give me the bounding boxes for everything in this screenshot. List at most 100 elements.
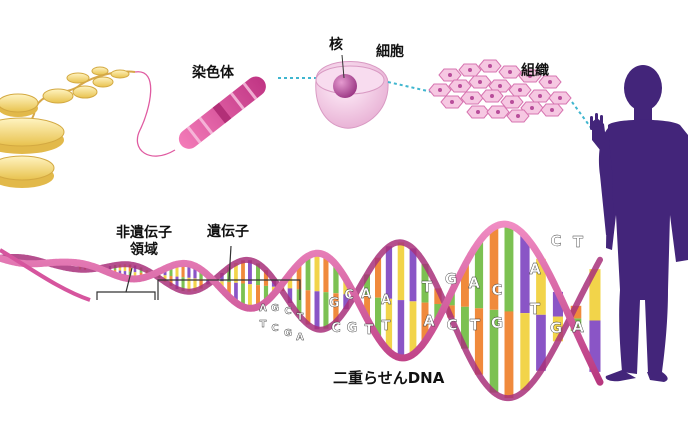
base-letter: G bbox=[491, 314, 503, 332]
base-pair-lower bbox=[397, 300, 405, 358]
base-letter: C bbox=[446, 316, 457, 334]
base-pair-lower bbox=[474, 308, 484, 375]
tissue-cell-nucleus bbox=[510, 100, 514, 104]
base-pair-upper bbox=[169, 266, 173, 276]
base-pair-upper bbox=[220, 273, 224, 282]
human-silhouette-icon bbox=[590, 65, 688, 382]
base-letter: A bbox=[423, 312, 435, 330]
base-letter: A bbox=[572, 318, 584, 336]
tissue-cell-nucleus bbox=[558, 96, 562, 100]
base-pair-upper bbox=[333, 264, 339, 294]
base-pair-lower bbox=[520, 313, 530, 391]
base-letter: C bbox=[491, 281, 502, 299]
chromosome-illustration bbox=[178, 76, 266, 149]
base-letter: C bbox=[550, 232, 561, 250]
connector-tissue-human bbox=[571, 101, 601, 141]
tissue-cell-nucleus bbox=[476, 110, 480, 114]
base-letter: A bbox=[381, 293, 391, 308]
cell-illustration bbox=[315, 54, 389, 129]
base-letter: G bbox=[271, 303, 279, 314]
base-pair-upper bbox=[536, 258, 546, 315]
base-pair-upper bbox=[234, 262, 238, 283]
tissue-cell-nucleus bbox=[448, 73, 452, 77]
base-pair-upper bbox=[364, 274, 370, 297]
chromatin-illustration bbox=[0, 66, 136, 188]
base-letter: C bbox=[271, 323, 278, 334]
base-pair-lower bbox=[323, 292, 329, 329]
tissue-cell-nucleus bbox=[458, 84, 462, 88]
base-pair-upper bbox=[118, 264, 122, 271]
base-letter: A bbox=[296, 332, 304, 343]
base-pair-upper bbox=[133, 265, 137, 273]
base-pair-lower bbox=[461, 306, 469, 349]
base-letter: T bbox=[470, 316, 481, 334]
base-pair-upper bbox=[181, 263, 185, 278]
base-pair-lower bbox=[248, 284, 252, 309]
base-pair-lower bbox=[241, 283, 245, 307]
label-gene: 遺伝子 bbox=[207, 224, 249, 240]
base-pair-upper bbox=[421, 263, 429, 303]
base-letter: A bbox=[361, 287, 371, 302]
base-pair-lower bbox=[552, 316, 563, 342]
base-pair-upper bbox=[175, 264, 179, 277]
tissue-cell-nucleus bbox=[538, 94, 542, 98]
base-letter: T bbox=[573, 233, 584, 251]
tissue-cell-nucleus bbox=[530, 106, 534, 110]
base-letter: A bbox=[529, 260, 541, 278]
tissue-cell-nucleus bbox=[550, 108, 554, 112]
base-pair-lower bbox=[434, 304, 442, 320]
tissue-cell-nucleus bbox=[488, 64, 492, 68]
base-pair-upper bbox=[434, 288, 442, 304]
base-letter: G bbox=[445, 270, 457, 288]
region-brackets bbox=[96, 245, 301, 300]
base-pair-lower bbox=[193, 278, 197, 291]
tissue-cell-nucleus bbox=[490, 94, 494, 98]
base-pair-upper bbox=[375, 257, 382, 298]
base-pair-lower bbox=[287, 288, 293, 303]
base-pair-upper bbox=[128, 264, 132, 272]
base-pair-upper bbox=[343, 279, 349, 295]
base-pair-upper bbox=[187, 264, 191, 278]
base-pair-lower bbox=[181, 277, 185, 291]
tissue-cell-nucleus bbox=[468, 68, 472, 72]
base-letter: G bbox=[550, 319, 562, 337]
base-pair-lower bbox=[409, 301, 417, 355]
base-pair-lower bbox=[234, 282, 238, 303]
label-nucleus: 核 bbox=[329, 37, 343, 53]
base-pair-upper bbox=[287, 273, 293, 289]
base-pair-lower bbox=[263, 285, 269, 302]
base-pair-upper bbox=[409, 248, 417, 302]
tissue-cell-nucleus bbox=[438, 88, 442, 92]
base-pair-upper bbox=[305, 256, 311, 291]
base-letter: T bbox=[422, 278, 433, 296]
label-double-helix-dna: 二重らせんDNA bbox=[333, 369, 445, 387]
base-letter: T bbox=[260, 319, 267, 330]
base-pair-upper bbox=[199, 269, 203, 280]
base-letter: G bbox=[284, 328, 292, 339]
base-pair-upper bbox=[263, 270, 269, 286]
base-pair-lower bbox=[504, 311, 514, 399]
base-pair-upper bbox=[314, 253, 320, 292]
tissue-cell-nucleus bbox=[450, 100, 454, 104]
tissue-cell-nucleus bbox=[508, 70, 512, 74]
base-pair-upper bbox=[520, 235, 530, 314]
base-letter: G bbox=[329, 296, 340, 311]
base-letter: T bbox=[297, 312, 304, 323]
label-tissue: 組織 bbox=[521, 63, 549, 79]
label-noncoding-line2: 領域 bbox=[130, 242, 158, 258]
base-pair-lower bbox=[489, 309, 499, 393]
base-pair-upper bbox=[552, 291, 563, 317]
tissue-cell-nucleus bbox=[470, 96, 474, 100]
tissue-cell-nucleus bbox=[548, 80, 552, 84]
base-pair-lower bbox=[314, 291, 320, 330]
label-chromosome: 染色体 bbox=[192, 65, 234, 81]
base-pair-lower bbox=[536, 314, 546, 371]
base-pair-upper bbox=[123, 264, 127, 272]
dna-tail bbox=[0, 248, 91, 302]
base-pair-lower bbox=[199, 279, 203, 289]
tissue-cell-nucleus bbox=[478, 80, 482, 84]
base-pair-lower bbox=[296, 289, 302, 316]
nucleus-icon bbox=[333, 74, 357, 98]
base-letter: C bbox=[344, 288, 354, 303]
